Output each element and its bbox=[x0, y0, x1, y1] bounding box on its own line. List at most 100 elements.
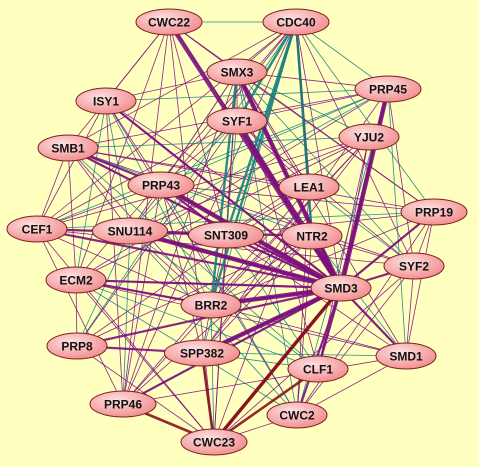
node-cwc2[interactable]: CWC2 bbox=[266, 401, 328, 429]
edge-ecm2-smd3 bbox=[75, 278, 342, 290]
node-shape bbox=[180, 291, 242, 319]
node-shape bbox=[6, 215, 68, 243]
node-label: ISY1 bbox=[93, 95, 119, 109]
node-label: SMB1 bbox=[51, 142, 85, 156]
edge-snu114-prp8 bbox=[76, 230, 131, 347]
node-prp45[interactable]: PRP45 bbox=[354, 75, 422, 103]
edge-lea1-syf2 bbox=[308, 186, 415, 267]
node-cwc22[interactable]: CWC22 bbox=[135, 8, 203, 36]
node-label: PRP8 bbox=[61, 340, 93, 354]
edge-snu114-prp46 bbox=[122, 230, 131, 405]
edge-yju2-snu114 bbox=[129, 136, 370, 232]
node-label: ECM2 bbox=[59, 274, 93, 288]
node-shape bbox=[89, 390, 157, 418]
edge-cwc22-ecm2 bbox=[75, 21, 170, 281]
edge-yju2-smb1 bbox=[67, 136, 370, 149]
node-smd1[interactable]: SMD1 bbox=[375, 342, 437, 370]
edge-cwc22-smb1 bbox=[67, 21, 170, 149]
edge-brr2-smd1 bbox=[210, 304, 407, 357]
node-cef1[interactable]: CEF1 bbox=[6, 215, 68, 243]
edge-smx3-syf2 bbox=[236, 71, 415, 267]
node-prp43[interactable]: PRP43 bbox=[127, 171, 195, 199]
node-syf2[interactable]: SYF2 bbox=[383, 252, 445, 280]
edge-cef1-brr2 bbox=[36, 228, 212, 306]
node-brr2[interactable]: BRR2 bbox=[180, 291, 242, 319]
node-label: CDC40 bbox=[276, 16, 316, 30]
edge-prp45-smd3 bbox=[338, 88, 391, 289]
edge-prp19-smd1 bbox=[405, 211, 435, 357]
node-shape bbox=[266, 401, 328, 429]
edge-syf2-cwc23 bbox=[213, 265, 415, 443]
node-label: YJU2 bbox=[354, 131, 384, 145]
node-snt309[interactable]: SNT309 bbox=[187, 221, 265, 249]
edge-smx3-lea1 bbox=[236, 71, 310, 188]
node-shape bbox=[187, 221, 265, 249]
node-cdc40[interactable]: CDC40 bbox=[262, 8, 330, 36]
edge-smb1-prp19 bbox=[67, 147, 435, 213]
node-shape bbox=[135, 8, 203, 36]
edge-isy1-prp43 bbox=[105, 100, 162, 186]
node-prp19[interactable]: PRP19 bbox=[400, 198, 468, 226]
node-shape bbox=[287, 355, 349, 383]
edge-prp45-cef1 bbox=[36, 88, 389, 230]
node-smb1[interactable]: SMB1 bbox=[37, 134, 99, 162]
node-syf1[interactable]: SYF1 bbox=[206, 107, 268, 135]
node-shape bbox=[75, 87, 137, 115]
edge-cwc22-prp46 bbox=[122, 21, 170, 405]
node-smd3[interactable]: SMD3 bbox=[310, 274, 372, 302]
node-prp8[interactable]: PRP8 bbox=[46, 332, 108, 360]
node-yju2[interactable]: YJU2 bbox=[338, 123, 400, 151]
node-shape bbox=[383, 252, 445, 280]
edge-snt309-cwc23 bbox=[213, 234, 227, 443]
node-ecm2[interactable]: ECM2 bbox=[45, 266, 107, 294]
edge-smb1-snu114 bbox=[67, 147, 131, 232]
node-lea1[interactable]: LEA1 bbox=[278, 173, 340, 201]
edge-smd3-spp382 bbox=[201, 285, 342, 356]
node-shape bbox=[354, 75, 422, 103]
node-layer: CWC22 CDC40SMX3PRP45ISY1SYF1YJU2SMB1PRP43… bbox=[6, 8, 468, 456]
edge-isy1-brr2 bbox=[105, 100, 212, 306]
node-label: LEA1 bbox=[294, 181, 325, 195]
edge-prp45-syf2 bbox=[387, 88, 415, 267]
edge-snu114-smd3 bbox=[129, 228, 342, 291]
edge-smb1-ntr2 bbox=[67, 147, 313, 237]
node-shape bbox=[46, 332, 108, 360]
node-label: NTR2 bbox=[296, 230, 328, 244]
edge-ntr2-cwc2 bbox=[296, 235, 313, 416]
node-shape bbox=[37, 134, 99, 162]
node-ntr2[interactable]: NTR2 bbox=[281, 222, 343, 250]
node-shape bbox=[262, 8, 330, 36]
edge-prp19-smd3 bbox=[340, 211, 435, 289]
node-label: PRP45 bbox=[369, 83, 407, 97]
node-label: SMD3 bbox=[324, 282, 358, 296]
node-shape bbox=[91, 217, 169, 245]
node-label: CWC2 bbox=[279, 409, 315, 423]
node-shape bbox=[375, 342, 437, 370]
node-label: CWC23 bbox=[193, 436, 235, 450]
edge-isy1-ecm2 bbox=[75, 100, 107, 281]
node-cwc23[interactable]: CWC23 bbox=[180, 428, 248, 456]
edge-lea1-prp8 bbox=[76, 186, 310, 347]
edge-prp45-ecm2 bbox=[75, 88, 389, 281]
node-smx3[interactable]: SMX3 bbox=[206, 58, 268, 86]
edge-smb1-ecm2 bbox=[67, 147, 77, 281]
edge-cef1-prp46 bbox=[36, 228, 124, 405]
node-spp382[interactable]: SPP382 bbox=[163, 339, 241, 367]
node-label: PRP43 bbox=[142, 179, 180, 193]
node-isy1[interactable]: ISY1 bbox=[75, 87, 137, 115]
node-snu114[interactable]: SNU114 bbox=[91, 217, 169, 245]
edge-ecm2-cwc23 bbox=[75, 279, 215, 443]
node-shape bbox=[163, 339, 241, 367]
edge-cdc40-smb1 bbox=[67, 21, 297, 149]
edge-snu114-cwc2 bbox=[129, 230, 298, 416]
node-label: SYF1 bbox=[222, 115, 252, 129]
node-prp46[interactable]: PRP46 bbox=[89, 390, 157, 418]
edge-syf2-smd1 bbox=[405, 265, 415, 357]
edge-syf2-cwc2 bbox=[296, 265, 415, 416]
node-shape bbox=[206, 58, 268, 86]
node-label: SNU114 bbox=[108, 225, 153, 239]
node-clf1[interactable]: CLF1 bbox=[287, 355, 349, 383]
node-label: SMX3 bbox=[221, 66, 254, 80]
edge-isy1-ntr2 bbox=[105, 100, 313, 237]
edge-isy1-cef1 bbox=[36, 100, 107, 230]
